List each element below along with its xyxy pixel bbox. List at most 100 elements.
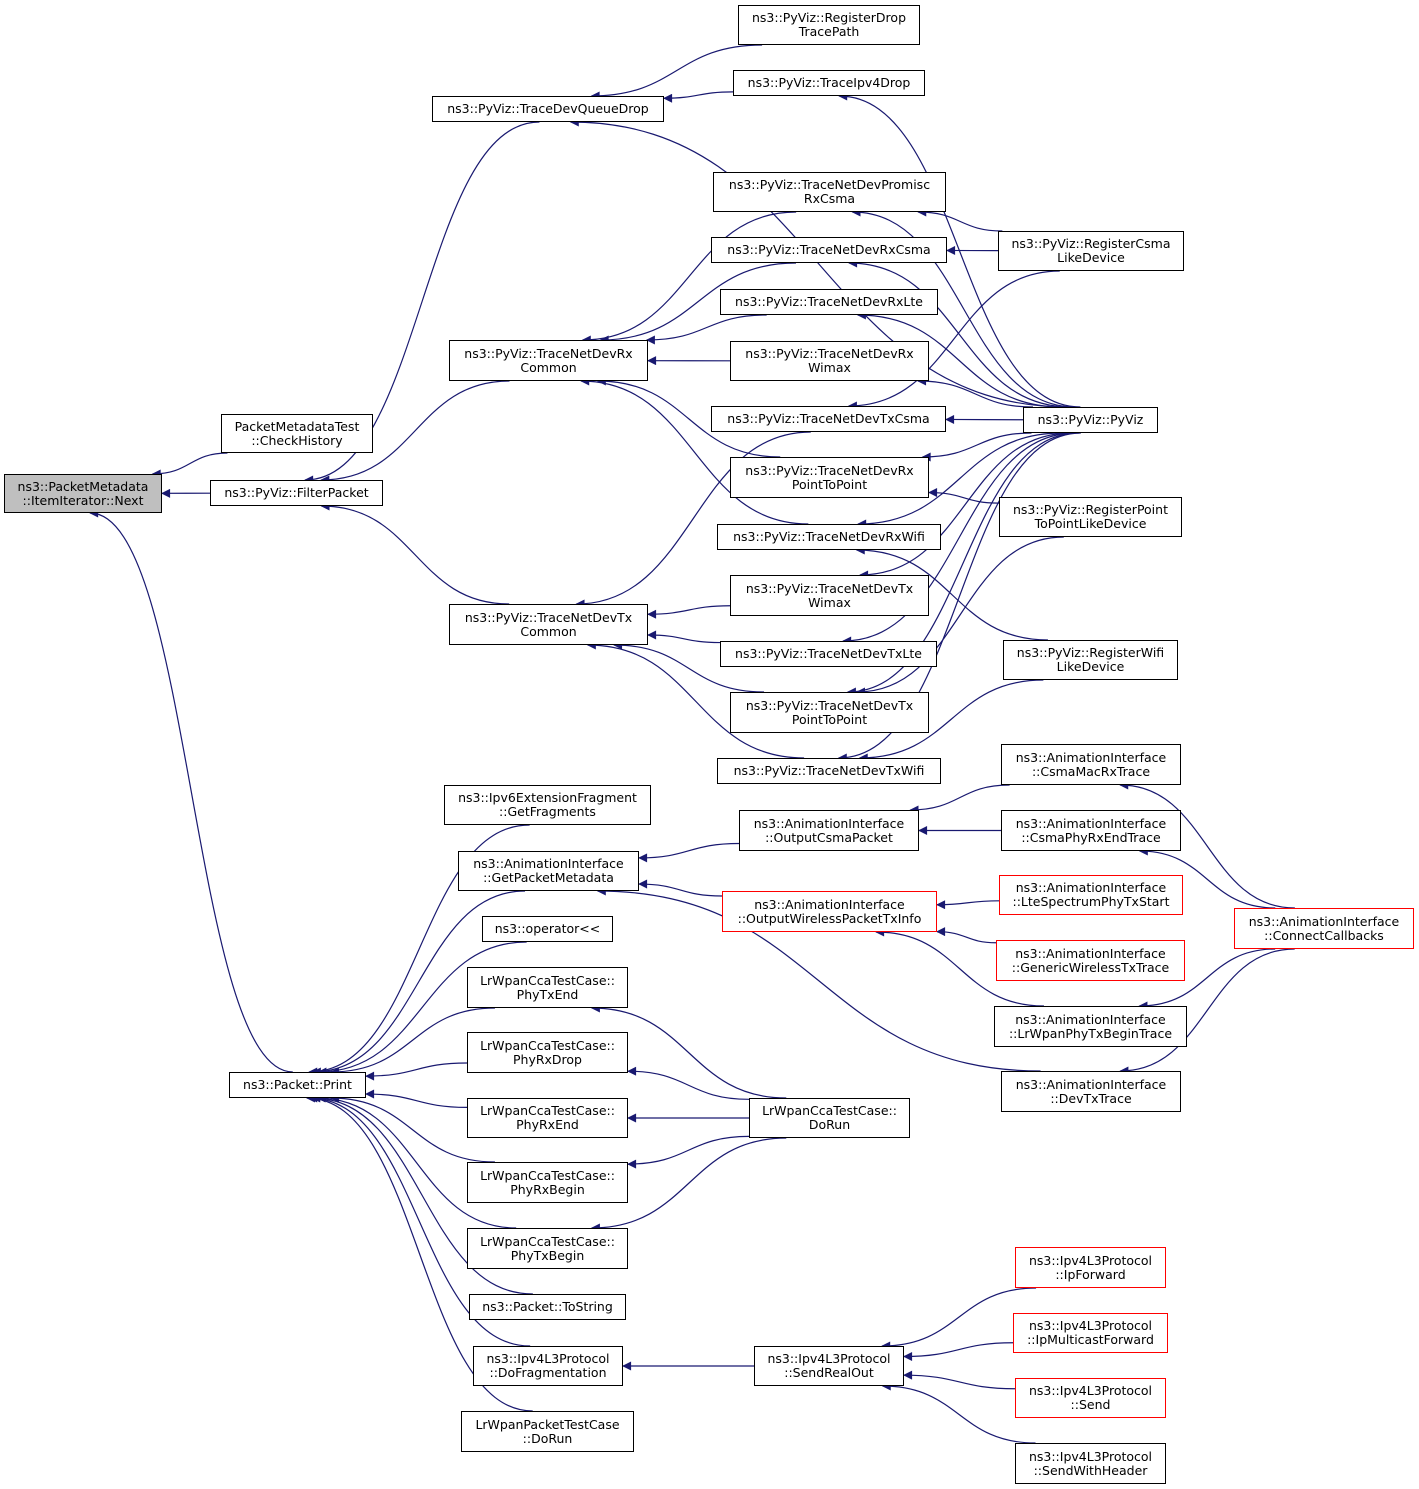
node-outputCsmaPacket[interactable]: ns3::AnimationInterface::OutputCsmaPacke… [739,810,919,851]
node-operatorShift[interactable]: ns3::operator<< [482,916,613,942]
node-lrWpanPhyTxBeginTrace[interactable]: ns3::AnimationInterface::LrWpanPhyTxBegi… [994,1006,1187,1047]
edge-connectCallbacks-to-csmaMacRxTrace [1119,780,1295,909]
edge-pyViz-to-traceNetDevRxPointToPoint [921,432,1032,462]
edge-traceNetDevRxWifi-to-traceNetDevRxCommon [580,376,809,525]
edge-connectCallbacks-to-lrWpanPhyTxBeginTrace [1138,948,1276,1011]
edge-phyTxBegin-to-packetPrint [316,1093,517,1229]
node-ipForward[interactable]: ns3::Ipv4L3Protocol::IpForward [1015,1247,1166,1288]
edge-pyViz-to-traceNetDevRxCsma [848,258,1071,408]
edge-connectCallbacks-to-devTxTrace [1119,948,1295,1076]
edge-lteSpectrumPhyTxStart-to-outputWirelessPacketTxInfo [936,900,1000,910]
edge-ccaDoRun-to-phyTxBegin [590,1137,787,1233]
edge-phyRxDrop-to-packetPrint [365,1062,468,1081]
edge-ccaDoRun-to-phyRxBegin [627,1135,750,1169]
edge-sendWithHeader-to-sendRealOut [881,1381,1036,1444]
node-sendWithHeader[interactable]: ns3::Ipv4L3Protocol::SendWithHeader [1015,1443,1166,1484]
node-genericWirelessTxTrace[interactable]: ns3::AnimationInterface::GenericWireless… [996,940,1185,981]
node-lteSpectrumPhyTxStart[interactable]: ns3::AnimationInterface::LteSpectrumPhyT… [999,875,1183,915]
edge-traceNetDevTxLte-to-traceNetDevTxCommon [647,630,721,644]
edge-getPacketMetadata-to-packetPrint [311,890,526,1077]
edge-doFragmentation-to-packetPrint [308,1093,531,1347]
edge-traceNetDevTxWimax-to-traceNetDevTxCommon [647,605,731,619]
node-traceIpv4Drop[interactable]: ns3::PyViz::TraceIpv4Drop [733,70,925,96]
node-phyTxEnd[interactable]: LrWpanCcaTestCase::PhyTxEnd [467,967,628,1008]
edge-registerPointToPointLikeDevice-to-traceNetDevTxPointToPoint [855,536,1064,697]
node-outputWirelessPacketTxInfo[interactable]: ns3::AnimationInterface::OutputWirelessP… [722,891,937,932]
edge-registerCsmaLikeDevice-to-traceNetDevTxCsma [847,270,1060,411]
edge-connectCallbacks-to-csmaPhyRxEndTrace [1138,846,1276,909]
edge-pyViz-to-traceDevQueueDrop [569,117,1068,408]
node-connectCallbacks[interactable]: ns3::AnimationInterface::ConnectCallback… [1234,908,1414,949]
node-packetPrint[interactable]: ns3::Packet::Print [229,1072,366,1098]
edge-traceNetDevPromiscRxCsma-to-traceNetDevRxCommon [581,211,797,345]
edge-phyTxEnd-to-packetPrint [329,1007,495,1077]
edge-traceDevQueueDrop-to-filterPacket [304,121,540,485]
node-ipv4Send[interactable]: ns3::Ipv4L3Protocol::Send [1015,1378,1166,1418]
node-traceDevQueueDrop[interactable]: ns3::PyViz::TraceDevQueueDrop [432,96,664,122]
node-sendRealOut[interactable]: ns3::Ipv4L3Protocol::SendRealOut [754,1346,904,1386]
edge-genericWirelessTxTrace-to-outputWirelessPacketTxInfo [936,927,997,944]
edge-traceNetDevTxCommon-to-filterPacket [320,501,510,605]
edge-traceNetDevRxCommon-to-filterPacket [320,380,510,485]
edge-phyRxBegin-to-packetPrint [329,1093,495,1163]
edge-lrWpanPacketDoRun-to-packetPrint [305,1093,533,1412]
edge-pyViz-to-traceNetDevTxWifi [837,432,1081,763]
node-ipv6GetFragments[interactable]: ns3::Ipv6ExtensionFragment::GetFragments [444,785,651,825]
edge-pyViz-to-traceIpv4Drop [838,91,1081,408]
edge-traceNetDevTxWifi-to-traceNetDevTxCommon [586,640,805,759]
node-pyViz[interactable]: ns3::PyViz::PyViz [1023,407,1158,433]
edge-phyRxEnd-to-packetPrint [365,1089,468,1108]
edge-ipv4Send-to-sendRealOut [903,1370,1016,1390]
node-getPacketMetadata[interactable]: ns3::AnimationInterface::GetPacketMetada… [458,851,639,891]
edge-registerDropTracePath-to-traceDevQueueDrop [590,44,763,101]
node-filterPacket[interactable]: ns3::PyViz::FilterPacket [210,480,383,506]
edge-registerWifiLikeDevice-to-traceNetDevRxWifi [855,545,1048,641]
node-phyRxEnd[interactable]: LrWpanCcaTestCase::PhyRxEnd [467,1098,628,1138]
edge-packetToString-to-packetPrint [311,1093,533,1295]
node-lrWpanPacketDoRun[interactable]: LrWpanPacketTestCase::DoRun [461,1411,634,1452]
edge-registerPointToPointLikeDevice-to-traceNetDevRxPointToPoint [928,488,1000,504]
node-traceNetDevTxWifi[interactable]: ns3::PyViz::TraceNetDevTxWifi [717,758,941,784]
node-traceNetDevRxWifi[interactable]: ns3::PyViz::TraceNetDevRxWifi [717,524,941,550]
edge-pyViz-to-traceNetDevTxWimax [859,432,1072,580]
node-csmaMacRxTrace[interactable]: ns3::AnimationInterface::CsmaMacRxTrace [1001,744,1181,785]
node-traceNetDevTxCsma[interactable]: ns3::PyViz::TraceNetDevTxCsma [711,406,946,432]
node-phyTxBegin[interactable]: LrWpanCcaTestCase::PhyTxBegin [467,1228,628,1269]
edge-ipForward-to-sendRealOut [881,1287,1037,1351]
node-phyRxDrop[interactable]: LrWpanCcaTestCase::PhyRxDrop [467,1032,628,1073]
node-traceNetDevRxCsma[interactable]: ns3::PyViz::TraceNetDevRxCsma [711,237,947,263]
edge-traceNetDevTxPointToPoint-to-traceNetDevTxCommon [613,640,765,693]
edge-packetPrint-to-root [89,508,293,1073]
edge-pyViz-to-traceNetDevTxLte [842,432,1076,646]
node-phyRxBegin[interactable]: LrWpanCcaTestCase::PhyRxBegin [467,1162,628,1203]
edge-csmaMacRxTrace-to-outputCsmaPacket [909,784,1010,815]
edge-operatorShift-to-packetPrint [317,941,527,1077]
edge-checkHistory-to-root [151,452,228,479]
node-checkHistory[interactable]: PacketMetadataTest::CheckHistory [221,414,373,453]
node-traceNetDevRxLte[interactable]: ns3::PyViz::TraceNetDevRxLte [720,289,938,315]
node-traceNetDevTxLte[interactable]: ns3::PyViz::TraceNetDevTxLte [720,641,937,667]
node-packetToString[interactable]: ns3::Packet::ToString [469,1294,626,1320]
edge-ccaDoRun-to-phyTxEnd [590,1003,787,1099]
edge-traceIpv4Drop-to-traceDevQueueDrop [663,91,734,103]
edge-traceNetDevTxCsma-to-traceNetDevTxCommon [575,431,811,609]
node-csmaPhyRxEndTrace[interactable]: ns3::AnimationInterface::CsmaPhyRxEndTra… [1001,810,1181,851]
edge-registerWifiLikeDevice-to-traceNetDevTxWifi [858,679,1044,763]
node-devTxTrace[interactable]: ns3::AnimationInterface::DevTxTrace [1001,1071,1181,1112]
node-ccaDoRun[interactable]: LrWpanCcaTestCase::DoRun [749,1098,910,1138]
node-ipMulticastForward[interactable]: ns3::Ipv4L3Protocol::IpMulticastForward [1013,1313,1168,1353]
node-doFragmentation[interactable]: ns3::Ipv4L3Protocol::DoFragmentation [473,1346,623,1386]
